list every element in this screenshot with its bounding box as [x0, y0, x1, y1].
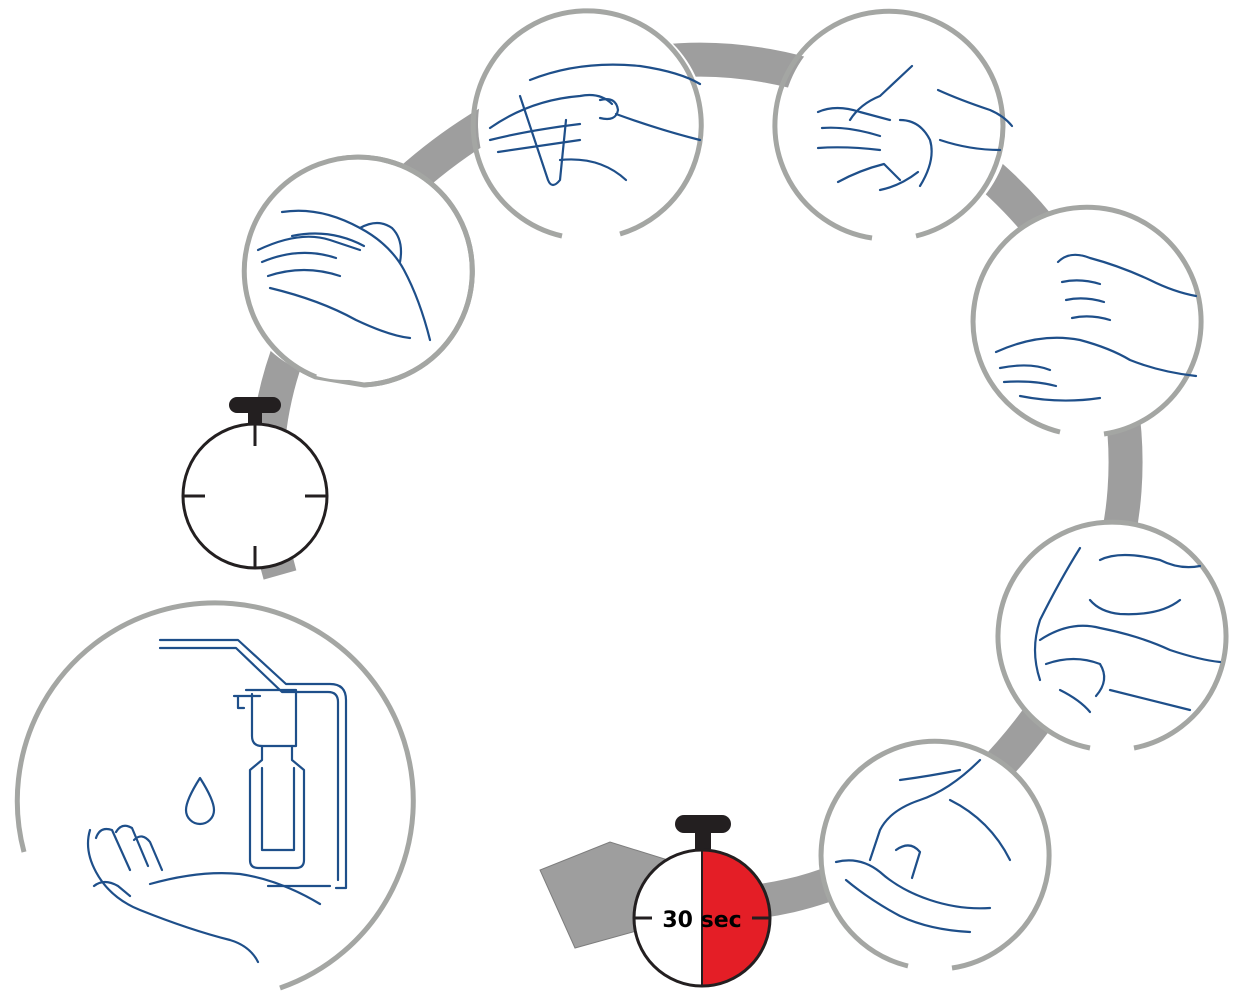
- timer-label: 30 sec: [662, 908, 741, 933]
- timer-30-sec-icon: 30 sec: [632, 815, 772, 988]
- palm-to-palm-icon: [256, 209, 432, 342]
- interlaced-fingers-icon: [816, 64, 1014, 192]
- back-of-hands-icon: [488, 63, 702, 187]
- step-backs-of-fingers: [970, 204, 1204, 437]
- dispenser-icon: [86, 638, 348, 964]
- step-back-of-hands: [470, 8, 706, 239]
- step-thumb-rotation: [995, 519, 1229, 751]
- start-timer-icon: [181, 397, 329, 570]
- fingertips-icon: [834, 758, 1012, 934]
- thumb-rotation-icon: [1033, 546, 1222, 714]
- step-dispenser: [14, 600, 416, 991]
- step-interlaced-fingers: [772, 8, 1014, 241]
- step-fingertips: [818, 738, 1052, 971]
- step-palm-to-palm: [234, 154, 475, 388]
- backs-of-fingers-icon: [994, 253, 1198, 402]
